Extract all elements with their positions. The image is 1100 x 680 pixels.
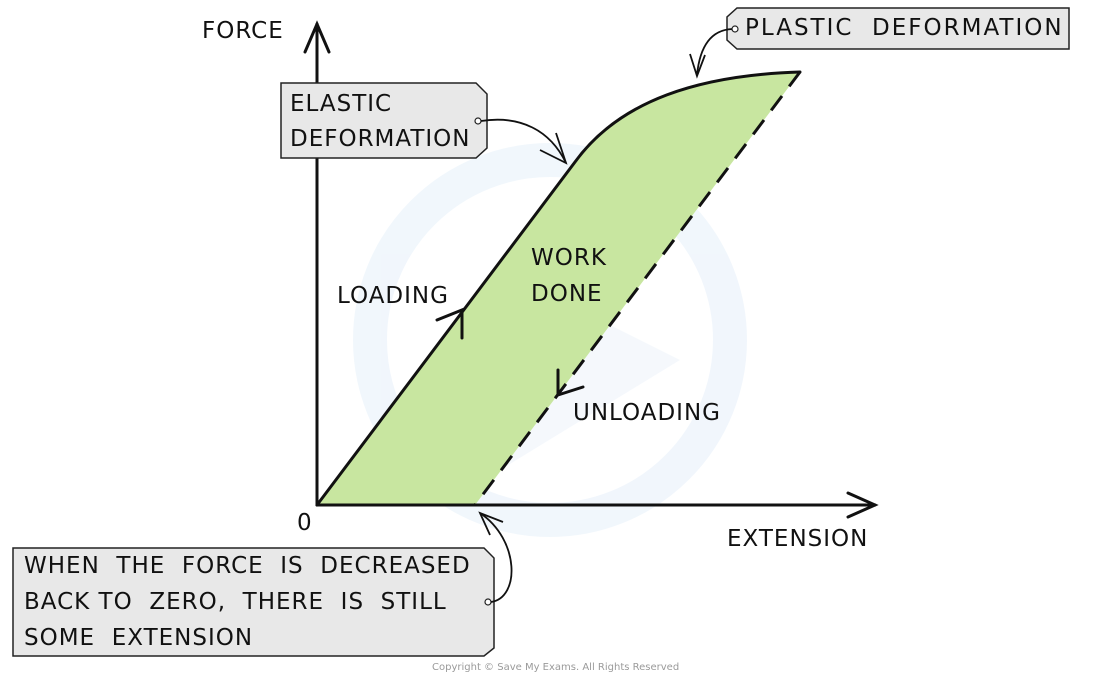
loading-label: LOADING [337, 283, 449, 309]
plastic-callout-text: PLASTIC DEFORMATION [745, 15, 1064, 41]
plastic-pointer-arrow [696, 28, 733, 76]
elastic-callout-box [280, 82, 488, 159]
residual-pointer-arrow [479, 512, 513, 603]
plastic-callout-box [726, 7, 1070, 50]
residual-callout-line2: BACK TO ZERO, THERE IS STILL [24, 589, 447, 615]
x-axis-label: EXTENSION [727, 526, 869, 552]
work-done-label-line2: DONE [531, 281, 603, 307]
x-axis [315, 491, 879, 519]
unloading-label: UNLOADING [573, 400, 721, 426]
unloading-line [473, 71, 802, 506]
copyright-notice: Copyright © Save My Exams. All Rights Re… [432, 662, 680, 673]
residual-callout-box [12, 547, 495, 657]
loading-arrow-icon [435, 307, 464, 340]
y-axis-label: FORCE [202, 18, 284, 44]
residual-callout-line1: WHEN THE FORCE IS DECREASED [24, 553, 471, 579]
elastic-pointer-arrow [480, 118, 567, 164]
work-done-area [317, 72, 800, 505]
loading-curve [315, 70, 802, 507]
origin-label: 0 [297, 510, 313, 536]
work-done-label-line1: WORK [531, 245, 607, 271]
residual-callout-line3: SOME EXTENSION [24, 625, 254, 651]
elastic-callout-line2: DEFORMATION [290, 126, 471, 152]
unloading-arrow-icon [556, 368, 585, 398]
elastic-callout-line1: ELASTIC [290, 91, 393, 117]
